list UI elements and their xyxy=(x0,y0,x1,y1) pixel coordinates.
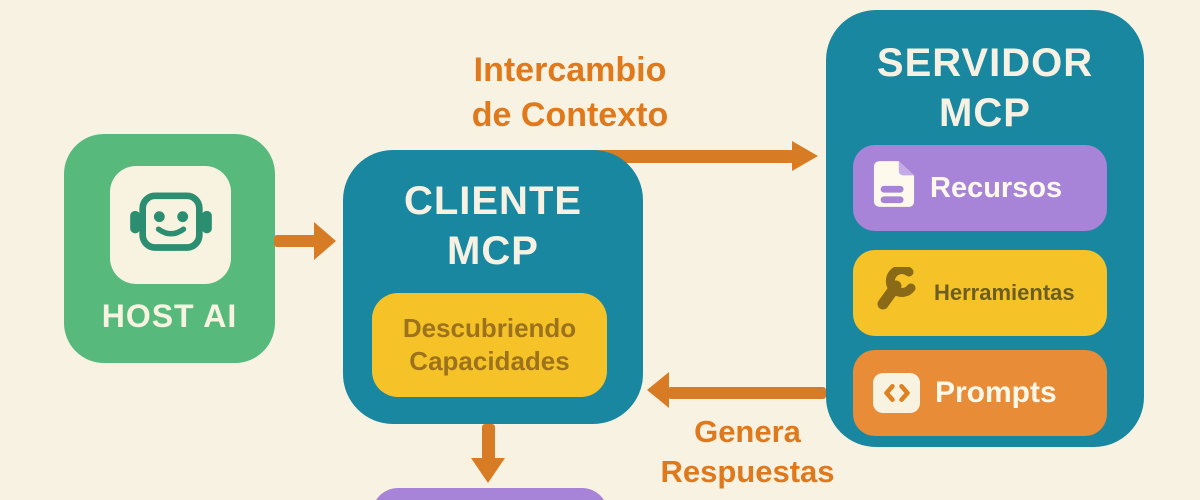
server-title-line1: SERVIDOR xyxy=(876,41,1094,85)
discovering-capabilities-badge: Descubriendo Capacidades xyxy=(372,293,607,397)
responses-label-line1: Genera xyxy=(694,414,801,449)
context-exchange-label: Intercambio de Contexto xyxy=(410,48,730,138)
server-mcp-title: SERVIDOR MCP xyxy=(826,38,1144,138)
client-title-line1: CLIENTE xyxy=(403,179,583,223)
server-mcp-box: SERVIDOR MCP Recursos Herramie xyxy=(826,10,1144,447)
robot-icon xyxy=(121,174,221,276)
context-label-line1: Intercambio xyxy=(473,51,667,89)
server-item-label: Herramientas xyxy=(934,280,1075,305)
wrench-icon xyxy=(873,265,919,319)
host-ai-label: HOST AI xyxy=(101,298,238,334)
responses-label-line2: Respuestas xyxy=(660,454,835,489)
next-step-box xyxy=(372,488,608,500)
client-mcp-box: CLIENTE MCP Descubriendo Capacidades xyxy=(343,150,643,424)
server-item-label: Prompts xyxy=(935,376,1057,409)
server-item-recursos: Recursos xyxy=(853,145,1107,231)
badge-line2: Capacidades xyxy=(409,346,570,376)
context-label-line2: de Contexto xyxy=(471,96,669,134)
code-icon xyxy=(873,373,920,413)
robot-panel xyxy=(110,166,231,284)
server-item-herramientas: Herramientas xyxy=(853,250,1107,336)
badge-line1: Descubriendo xyxy=(402,313,577,343)
client-title-line2: MCP xyxy=(447,229,539,273)
host-ai-box: HOST AI xyxy=(64,134,275,363)
document-icon xyxy=(873,160,915,216)
server-title-line2: MCP xyxy=(939,91,1031,135)
client-mcp-title: CLIENTE MCP xyxy=(343,176,643,276)
server-item-label: Recursos xyxy=(930,171,1063,204)
generates-responses-label: Genera Respuestas xyxy=(630,412,865,492)
server-item-prompts: Prompts xyxy=(853,350,1107,436)
